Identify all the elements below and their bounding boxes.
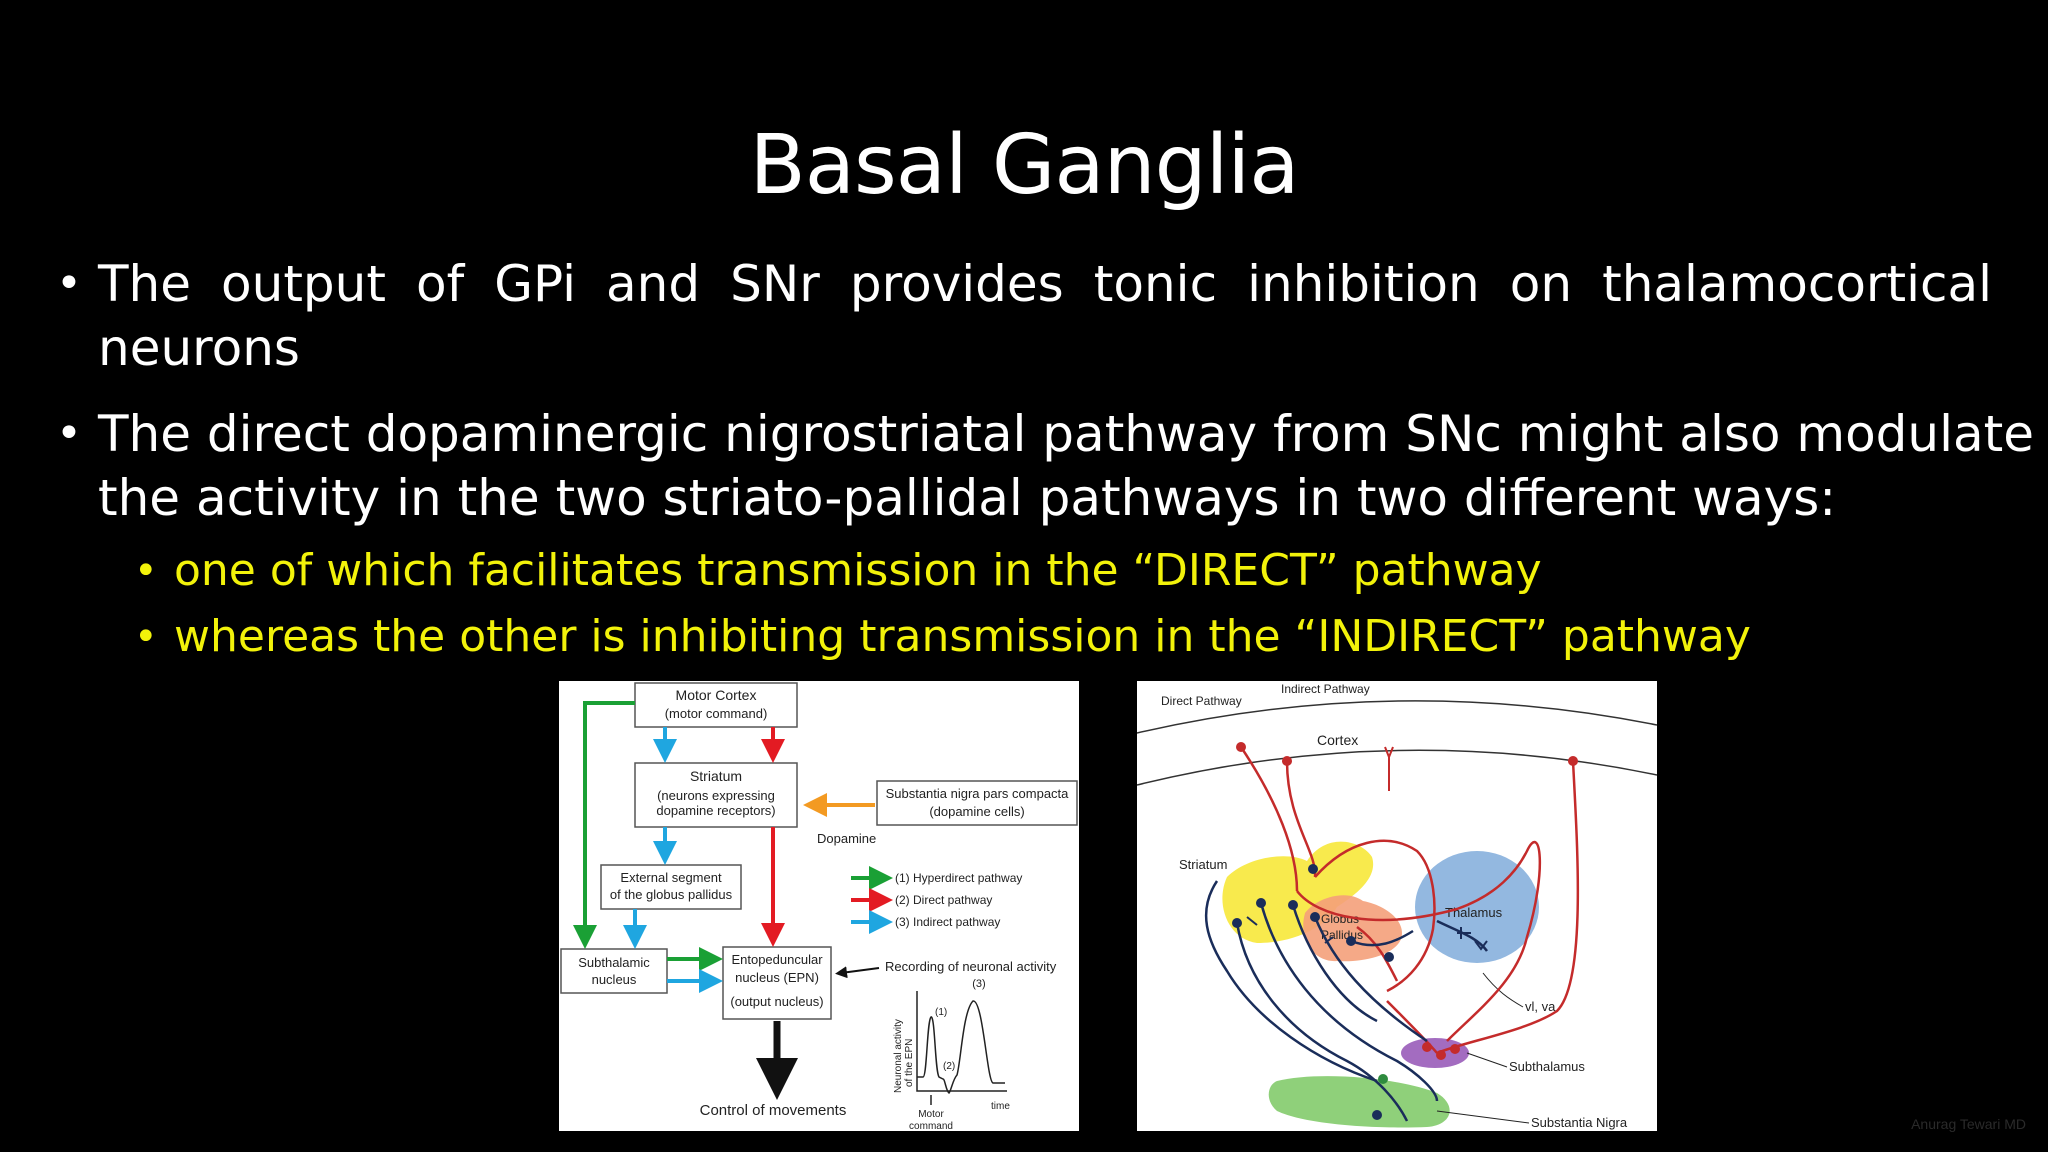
substantia-nigra-region: [1268, 1076, 1450, 1128]
motor-command-label: (motor command): [665, 706, 768, 721]
cortex-synapse: [1384, 746, 1394, 760]
globus-label-1: Globus: [1321, 912, 1359, 926]
neuron-red-2: [1282, 756, 1292, 766]
striatum-label: Striatum: [690, 768, 742, 784]
time-axis-label: time: [991, 1101, 1010, 1112]
sub-bullet-dot: •: [134, 548, 158, 594]
neuron-navy-4: [1310, 912, 1320, 922]
control-label: Control of movements: [700, 1102, 847, 1119]
slide-title: Basal Ganglia: [749, 118, 1300, 213]
neuron-navy-6: [1308, 864, 1318, 874]
subthalamic-box: [560, 948, 668, 994]
neuron-navy-5: [1346, 936, 1356, 946]
anatomical-diagram: Direct Pathway Indirect Pathway Cortex S…: [1137, 681, 1657, 1131]
striatum-label: Striatum: [1179, 857, 1227, 872]
snc-label: Substantia nigra pars compacta: [886, 786, 1070, 801]
cortex-label: Cortex: [1317, 732, 1358, 748]
motor-cortex-label: Motor Cortex: [676, 687, 757, 703]
epn-activity-plot: (1) (2) Neuronal activity of the EPN Mot…: [893, 991, 1010, 1131]
subthalamus-leader: [1466, 1052, 1508, 1068]
sub-bullet-2-text: whereas the other is inhibiting transmis…: [174, 611, 1751, 662]
bullet-1-line-1: The output of GPi and SNr provides tonic…: [98, 255, 1992, 313]
hyperdirect-arrow-down: [573, 701, 635, 949]
peak-2-label: (2): [943, 1061, 955, 1072]
snc-sub-label: (dopamine cells): [929, 804, 1024, 819]
peak-3-label: (3): [972, 978, 985, 990]
nigra-leader: [1436, 1110, 1530, 1124]
subthalamic-label-1: Subthalamic: [578, 955, 650, 970]
neuron-navy-8: [1384, 952, 1394, 962]
indirect-pathway-label: Indirect Pathway: [1281, 682, 1370, 696]
vl-va-leader: [1482, 972, 1524, 1008]
direct-pathway-label: Direct Pathway: [1161, 694, 1242, 708]
ext-gp-box: [600, 864, 742, 910]
bullet-1-line-2: neurons: [98, 319, 300, 377]
command-axis-label: command: [909, 1121, 953, 1131]
vl-va-label: vl, va: [1525, 999, 1556, 1014]
neuron-navy-2: [1256, 898, 1266, 908]
motor-axis-label: Motor: [918, 1109, 944, 1120]
pathway-flowchart-svg: Motor Cortex (motor command) Striatum (n…: [560, 682, 1078, 1131]
ext-gp-label-1: External segment: [620, 870, 722, 885]
bullet-dot: •: [56, 408, 82, 459]
neuron-navy-7: [1372, 1110, 1382, 1120]
bullet-1-text: The output of GPi and SNr provides tonic…: [98, 252, 1992, 380]
epn-label-3: (output nucleus): [730, 994, 823, 1009]
sub-bullet-1-text: one of which facilitates transmission in…: [174, 545, 1542, 596]
neuron-red-5: [1436, 1050, 1446, 1060]
bullet-dot: •: [56, 258, 82, 309]
subthalamus-region: [1401, 1038, 1469, 1068]
credit-watermark: Anurag Tewari MD: [1911, 1116, 2026, 1132]
epn-label-1: Entopeduncular: [731, 952, 823, 967]
cortex-outer-arc: [1137, 700, 1657, 734]
neuron-green-1: [1378, 1074, 1388, 1084]
striatum-sub-2: dopamine receptors): [656, 803, 775, 818]
navy-pathways: [1204, 880, 1489, 1122]
subthalamic-label-2: nucleus: [592, 972, 637, 987]
striatum-box: [634, 762, 798, 828]
striatum-sub-1: (neurons expressing: [657, 788, 775, 803]
neuron-red-4: [1422, 1042, 1432, 1052]
bullet-2-text: The direct dopaminergic nigrostriatal pa…: [98, 402, 2034, 530]
legend-indirect: (3) Indirect pathway: [895, 915, 1000, 929]
neuron-navy-1: [1232, 918, 1242, 928]
neuron-red-6: [1450, 1044, 1460, 1054]
substantia-nigra-label: Substantia Nigra: [1531, 1115, 1628, 1130]
thalamus-label: Thalamus: [1445, 905, 1503, 920]
sub-bullet-dot: •: [134, 614, 158, 660]
neuron-red-1: [1236, 742, 1246, 752]
pathway-flowchart: Motor Cortex (motor command) Striatum (n…: [559, 681, 1079, 1131]
cortex-inner-arc: [1137, 749, 1657, 786]
epn-label-2: nucleus (EPN): [735, 970, 819, 985]
snc-box: [876, 780, 1078, 826]
bullet-2-line-1: The direct dopaminergic nigrostriatal pa…: [98, 405, 2034, 463]
epn-box: [722, 946, 832, 1020]
peak-1-label: (1): [935, 1007, 947, 1018]
subthalamus-label: Subthalamus: [1509, 1059, 1585, 1074]
bullet-2-line-2: the activity in the two striato-pallidal…: [98, 469, 1837, 527]
neuron-red-3: [1568, 756, 1578, 766]
ext-gp-label-2: of the globus pallidus: [610, 887, 733, 902]
recording-label: Recording of neuronal activity: [885, 959, 1057, 974]
neuron-navy-3: [1288, 900, 1298, 910]
legend-hyperdirect: (1) Hyperdirect pathway: [895, 871, 1022, 885]
synapse-ticks: [1246, 916, 1488, 951]
dopamine-label: Dopamine: [817, 831, 876, 846]
recording-arrow: [835, 966, 880, 979]
y-axis-label-1: Neuronal activity: [893, 1019, 904, 1093]
legend-direct: (2) Direct pathway: [895, 893, 992, 907]
anatomical-diagram-svg: Direct Pathway Indirect Pathway Cortex S…: [1137, 682, 1657, 1130]
y-axis-label-2: of the EPN: [904, 1039, 915, 1087]
